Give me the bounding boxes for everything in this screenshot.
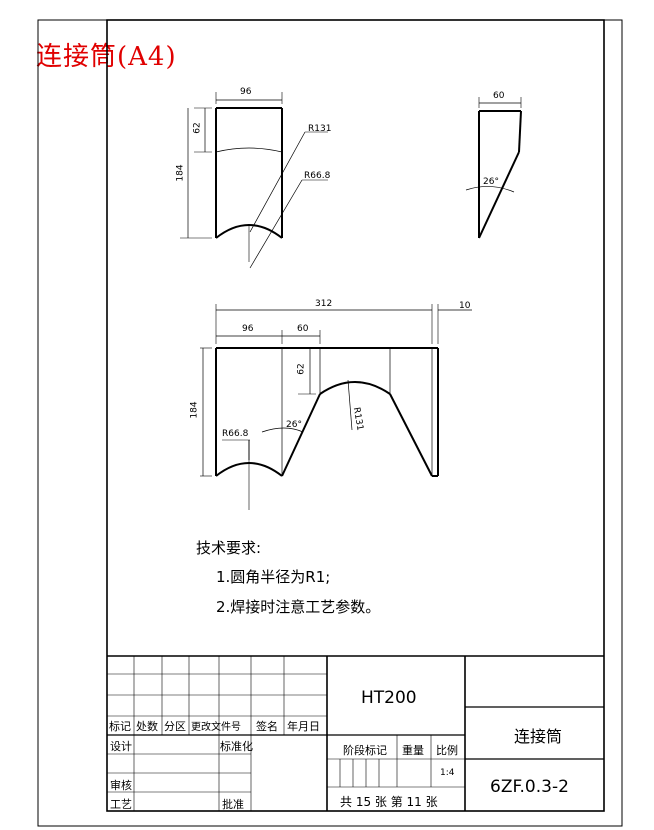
tb-col-mark: 标记 xyxy=(109,720,131,733)
tb-col-sign: 签名 xyxy=(256,720,278,733)
tb-col-change-doc: 更改文件号 xyxy=(191,722,241,733)
tb-stage-mark: 阶段标记 xyxy=(343,744,387,757)
dim-top-width: 96 xyxy=(240,87,252,97)
tb-design: 设计 xyxy=(110,740,132,753)
dim-r668: R66.8 xyxy=(304,171,331,181)
tb-sheets: 共 15 张 第 11 张 xyxy=(340,795,438,809)
dim-r131: R131 xyxy=(308,124,332,134)
tb-approve: 批准 xyxy=(222,798,244,811)
front-view xyxy=(200,304,472,510)
tb-weight: 重量 xyxy=(402,744,424,757)
dim-front-right: 10 xyxy=(459,301,471,311)
dim-side-angle: 26° xyxy=(483,177,499,187)
tb-drawing-no: 6ZF.0.3-2 xyxy=(490,777,569,797)
side-view xyxy=(465,97,522,239)
tb-process: 工艺 xyxy=(110,798,132,811)
tb-col-count: 处数 xyxy=(136,720,158,733)
dim-front-total: 312 xyxy=(315,299,333,309)
dim-front-184: 184 xyxy=(189,401,200,419)
dim-front-r668: R66.8 xyxy=(222,429,249,439)
notes-item-2: 2.焊接时注意工艺参数。 xyxy=(216,598,381,616)
dim-front-62: 62 xyxy=(296,363,307,375)
top-view xyxy=(180,92,328,269)
notes-heading: 技术要求: xyxy=(196,539,262,557)
dim-top-184: 184 xyxy=(175,164,186,182)
inner-frame xyxy=(106,19,605,812)
tb-scale-label: 比例 xyxy=(436,744,458,757)
dim-top-62: 62 xyxy=(192,122,203,134)
outer-border xyxy=(37,19,623,827)
title-block-lines xyxy=(107,655,604,811)
tb-col-date: 年月日 xyxy=(287,720,320,733)
tb-review: 审核 xyxy=(110,779,132,792)
dim-front-mid: 60 xyxy=(297,324,309,334)
dim-side-width: 60 xyxy=(493,91,505,101)
tb-col-zone: 分区 xyxy=(164,720,186,733)
dim-front-angle: 26° xyxy=(286,420,302,430)
tb-material: HT200 xyxy=(361,688,417,708)
notes-item-1: 1.圆角半径为R1; xyxy=(216,568,331,586)
tb-part-name: 连接筒 xyxy=(514,727,563,746)
dim-front-left: 96 xyxy=(242,324,254,334)
drawing-title: 连接筒(A4) xyxy=(36,42,177,72)
tb-scale: 1:4 xyxy=(440,768,455,778)
tb-standardize: 标准化 xyxy=(220,740,253,753)
